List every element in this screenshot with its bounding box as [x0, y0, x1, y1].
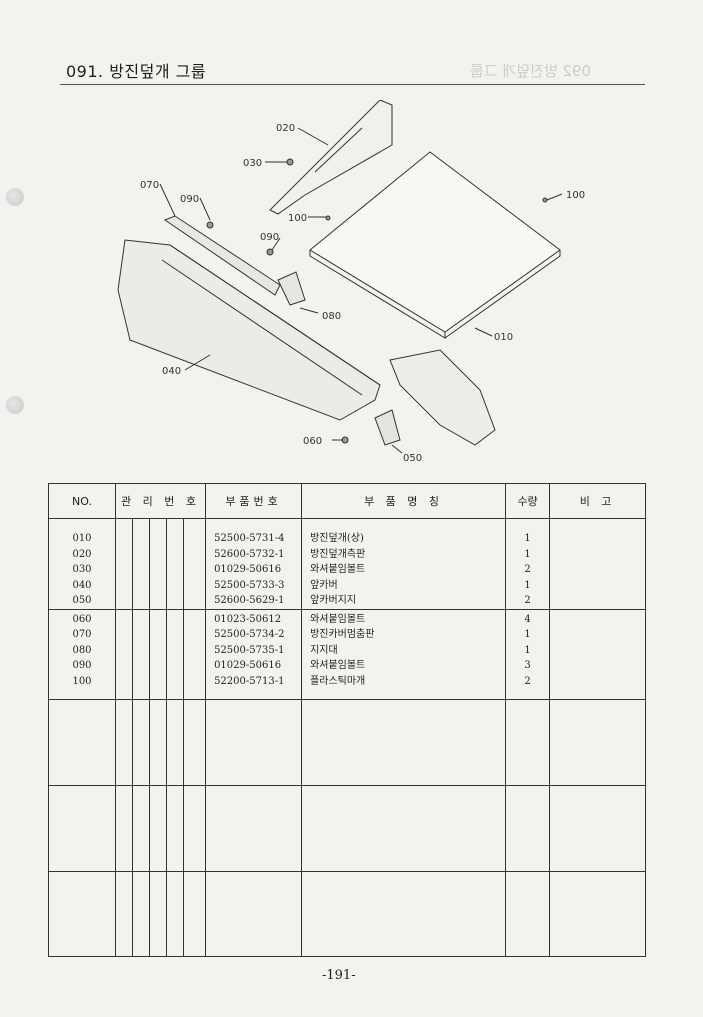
row-part-name: 지지대 — [310, 644, 338, 656]
callout-020: 020 — [276, 123, 295, 134]
header-remark: 비 고 — [549, 483, 647, 519]
bleed-through-text: 092 방진덮개 그룹 — [470, 62, 591, 80]
bolt-090-b — [266, 248, 274, 256]
header-qty: 수량 — [505, 483, 551, 519]
row-part-no: 52500-5734-2 — [214, 629, 285, 640]
row-qty: 3 — [524, 660, 531, 671]
row-part-no: 01029-50616 — [214, 564, 282, 575]
header-part-name: 부 품 명 칭 — [301, 483, 507, 519]
table-row-empty — [48, 870, 647, 957]
binder-hole-top — [6, 188, 24, 206]
row-part-name: 방진덮개측판 — [310, 548, 366, 560]
row-part-no: 52200-5713-1 — [214, 675, 285, 687]
row-no: 060 — [72, 613, 92, 625]
row-qty: 1 — [524, 579, 531, 591]
row-part-no: 52500-5731-4 — [214, 533, 285, 544]
row-qty: 4 — [524, 613, 531, 625]
page-title: 091. 방진덮개 그룹 — [66, 62, 207, 81]
row-qty: 1 — [524, 548, 531, 560]
plug-100-a — [325, 215, 331, 221]
row-qty: 1 — [524, 629, 531, 640]
bolt-090-a — [206, 221, 214, 229]
row-qty: 1 — [524, 644, 531, 656]
machine-body — [389, 349, 496, 446]
row-no: 090 — [72, 660, 92, 671]
row-qty: 2 — [524, 595, 531, 606]
row-no: 050 — [72, 595, 92, 606]
title-rule — [60, 84, 645, 85]
row-qty: 2 — [524, 564, 531, 575]
page-number: -191- — [322, 968, 356, 983]
row-part-no: 52500-5735-1 — [214, 644, 285, 656]
header-no: NO. — [48, 483, 116, 519]
callout-100-b: 100 — [288, 213, 307, 224]
callout-030: 030 — [243, 158, 262, 169]
header-part-no: 부품번호 — [205, 483, 303, 519]
row-part-no: 01029-50616 — [214, 660, 282, 671]
table-header-row: NO. 관 리 번 호 부품번호 부 품 명 칭 수량 비 고 — [48, 483, 647, 519]
support-050 — [374, 409, 401, 446]
exploded-parts-diagram: 020 030 070 090 100 090 100 080 010 040 … — [117, 100, 585, 464]
row-no: 010 — [72, 533, 92, 544]
row-part-name: 앞카버지지 — [310, 595, 357, 606]
row-part-name: 앞카버 — [310, 579, 338, 591]
table-row-empty — [48, 784, 647, 872]
row-qty: 2 — [524, 675, 531, 687]
row-no: 070 — [72, 629, 92, 640]
bracket-080 — [277, 271, 306, 306]
row-part-no: 01023-50612 — [214, 613, 282, 625]
binder-hole-bottom — [6, 396, 24, 414]
row-part-name: 와셔붙임볼트 — [310, 660, 366, 671]
callout-100-a: 100 — [566, 190, 585, 201]
callout-070: 070 — [140, 180, 159, 191]
row-part-no: 52600-5732-1 — [214, 548, 285, 560]
callout-040: 040 — [162, 366, 181, 377]
row-no: 080 — [72, 644, 92, 656]
row-part-name: 플라스틱마개 — [310, 675, 366, 687]
table-row-group-2: 060 070 080 090 100 01023-50612 52500-57… — [48, 608, 647, 700]
bolt-030 — [286, 158, 294, 166]
row-part-name: 방진카버멈춤판 — [310, 629, 375, 640]
cover-panel-010 — [309, 151, 561, 333]
parts-table: NO. 관 리 번 호 부품번호 부 품 명 칭 수량 비 고 010 020 … — [48, 483, 647, 957]
callout-090-a: 090 — [180, 194, 199, 205]
row-no: 040 — [72, 579, 92, 591]
callout-050: 050 — [403, 453, 422, 464]
header-mgmt-no: 관 리 번 호 — [114, 483, 207, 519]
row-part-name: 방진덮개(상) — [310, 533, 364, 544]
row-no: 020 — [72, 548, 92, 560]
row-part-no: 52600-5629-1 — [214, 595, 285, 606]
table-row-group-1: 010 020 030 040 050 52500-5731-4 52600-5… — [48, 518, 647, 610]
table-row-empty — [48, 698, 647, 786]
callout-080: 080 — [322, 311, 341, 322]
plug-100-b — [542, 197, 548, 203]
row-part-name: 와셔붙임볼트 — [310, 564, 366, 575]
callout-090-b: 090 — [260, 232, 279, 243]
callout-060: 060 — [303, 436, 322, 447]
row-part-name: 와셔붙임볼트 — [310, 613, 366, 625]
row-part-no: 52500-5733-3 — [214, 579, 285, 591]
row-no: 030 — [72, 564, 92, 575]
callout-010: 010 — [494, 332, 513, 343]
row-no: 100 — [72, 675, 92, 687]
row-qty: 1 — [524, 533, 531, 544]
